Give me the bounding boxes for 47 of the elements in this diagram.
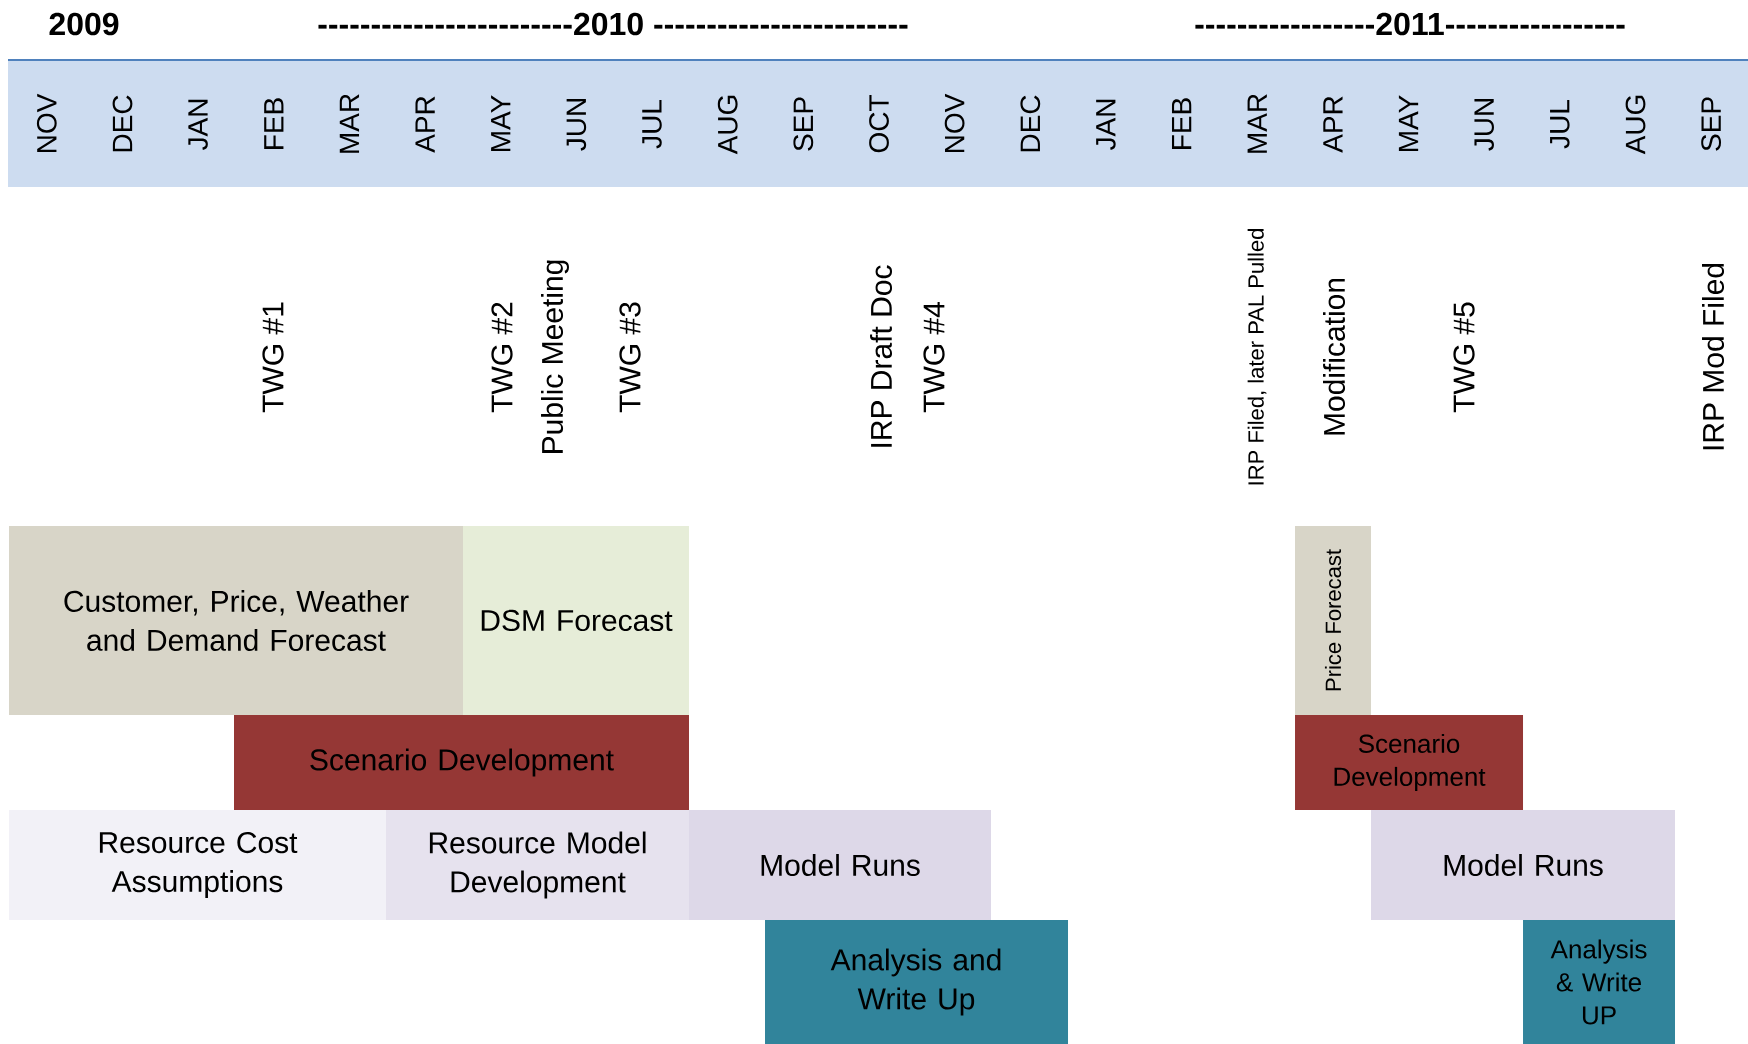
- task-bar: Price Forecast: [1295, 526, 1371, 715]
- milestone-label: IRP Draft Doc: [870, 265, 892, 447]
- month-label: AUG: [1625, 95, 1646, 155]
- month-label: MAR: [339, 94, 360, 153]
- task-bar: Scenario Development: [1295, 715, 1523, 810]
- month-label: AUG: [717, 95, 738, 155]
- month-label: JAN: [188, 99, 208, 150]
- task-bar: Resource Model Development: [386, 810, 689, 920]
- month-label: SEP: [793, 97, 814, 151]
- month-label: JUL: [642, 100, 662, 149]
- task-bar: Customer, Price, Weather and Demand Forecast: [9, 526, 463, 715]
- task-bar: Resource Cost Assumptions: [9, 810, 386, 920]
- year-label: -----------------2011-----------------: [1195, 12, 1625, 36]
- month-label: APR: [1323, 96, 1343, 153]
- month-label: DEC: [112, 95, 133, 152]
- milestone-label: TWG #5: [1453, 302, 1475, 413]
- month-label: DEC: [1020, 95, 1041, 152]
- milestone-label: Modification: [1323, 278, 1346, 435]
- task-bar: Model Runs: [689, 810, 991, 920]
- month-label: APR: [415, 96, 435, 153]
- milestone-label: TWG #1: [262, 302, 284, 413]
- year-label: 2009: [49, 12, 119, 36]
- milestone-label: IRP Mod Filed: [1702, 263, 1725, 450]
- year-label: ------------------------2010 ------------------------: [318, 12, 908, 36]
- task-bar: Analysis and Write Up: [765, 920, 1068, 1044]
- month-label: FEB: [1172, 98, 1192, 149]
- month-label: JUL: [1550, 100, 1570, 149]
- task-bar: Analysis & Write UP: [1523, 920, 1675, 1044]
- task-bar: DSM Forecast: [463, 526, 689, 715]
- milestone-label: TWG #4: [923, 302, 945, 413]
- milestone-label: TWG #3: [619, 302, 641, 413]
- month-label: MAR: [1247, 94, 1267, 153]
- month-label: OCT: [869, 95, 889, 153]
- month-label: JUN: [1474, 99, 1494, 151]
- month-label: MAY: [1398, 95, 1419, 151]
- milestone-label: TWG #2: [491, 302, 513, 413]
- milestone-label: Public Meeting: [541, 260, 569, 453]
- month-label: JUN: [566, 99, 587, 151]
- month-label: FEB: [264, 98, 284, 149]
- month-label: NOV: [36, 93, 57, 153]
- task-bar: Scenario Development: [234, 715, 689, 810]
- month-label: JAN: [1096, 99, 1116, 150]
- month-label: MAY: [491, 95, 511, 151]
- task-bar: Model Runs: [1371, 810, 1675, 920]
- milestone-label: IRP Filed, later PAL Pulled: [1247, 229, 1267, 485]
- month-label: SEP: [1701, 97, 1722, 151]
- month-label: NOV: [944, 93, 965, 153]
